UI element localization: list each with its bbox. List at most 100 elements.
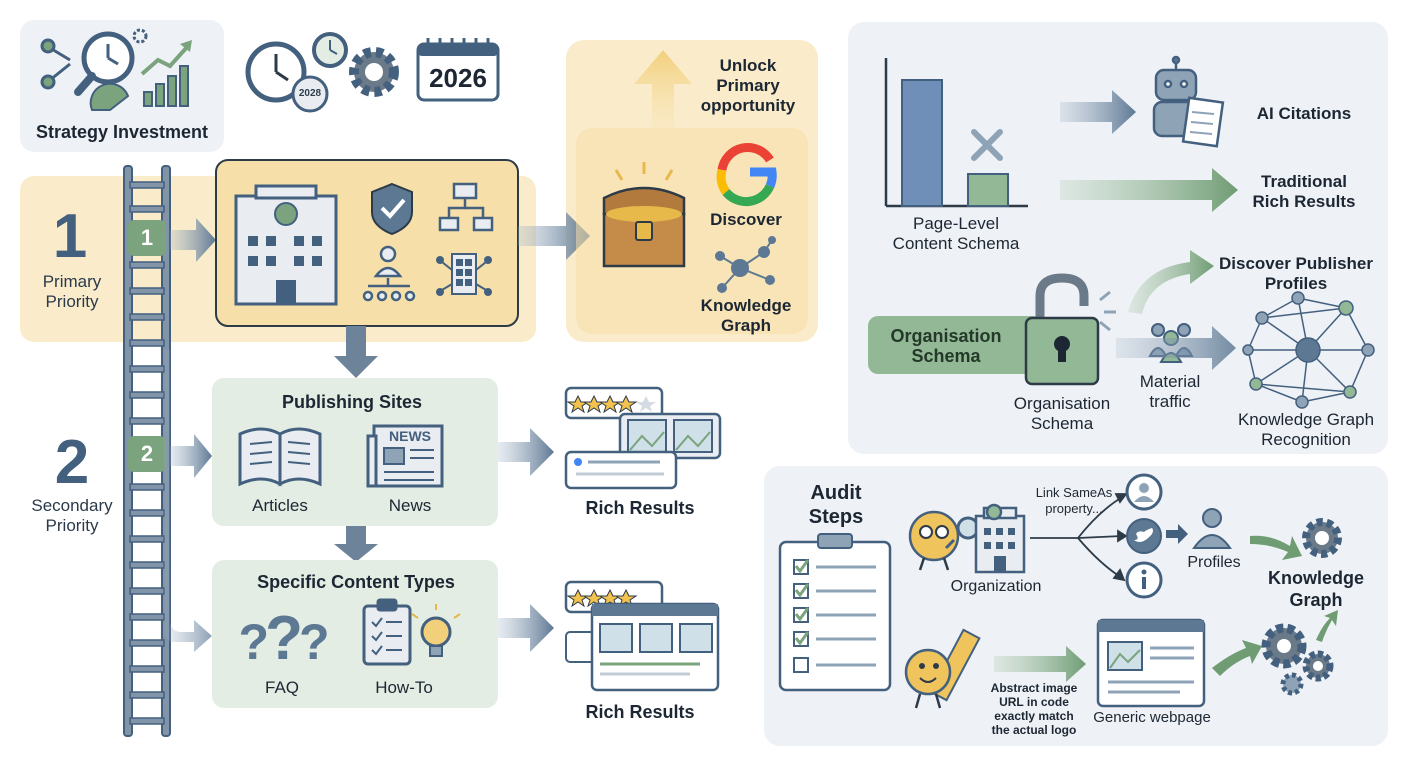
page-level-bar-chart xyxy=(884,58,1028,208)
building-icon xyxy=(234,184,338,306)
org-schema-lock-line2: Schema xyxy=(1030,414,1094,433)
primary-label-line2: Priority xyxy=(45,292,99,311)
material-line1: Material xyxy=(1139,372,1201,391)
rung-badge-2 xyxy=(128,436,166,472)
magnifier-clock-icon xyxy=(74,31,135,111)
traditional-line2: Rich Results xyxy=(1252,192,1356,211)
news-badge: NEWS xyxy=(389,428,431,444)
kg-label-line1: Knowledge xyxy=(1267,568,1365,588)
question-marks-icon: ??? xyxy=(238,604,330,673)
arrow-to-webpage xyxy=(994,646,1086,682)
traditional-line1: Traditional xyxy=(1261,172,1347,191)
newspaper-icon xyxy=(366,424,444,488)
audit-title-line1: Audit xyxy=(810,482,862,504)
clock-icon xyxy=(245,32,348,113)
webpage-icon xyxy=(1096,618,1206,708)
google-icon xyxy=(716,143,777,207)
kg-recognition-line1: Knowledge Graph xyxy=(1237,410,1375,429)
rung-badge-1 xyxy=(128,220,166,256)
discover-label: Discover xyxy=(710,210,782,229)
publishing-title: Publishing Sites xyxy=(281,392,423,412)
publishing-box xyxy=(212,378,498,526)
calendar-year: 2026 xyxy=(429,63,487,93)
discover-publisher-line1: Discover Publisher xyxy=(1218,254,1374,273)
unlock-line2: Primary xyxy=(716,76,780,95)
audit-title-line2: Steps xyxy=(808,506,864,528)
people-hierarchy-icon xyxy=(362,245,416,302)
link-sameas-line1: Link SameAs xyxy=(1035,485,1113,500)
mascot-ruler-icon xyxy=(904,628,981,709)
shield-check-icon xyxy=(371,182,413,236)
specific-box xyxy=(212,560,498,708)
generic-webpage-label: Generic webpage xyxy=(1093,709,1211,726)
twitter-icon xyxy=(1126,518,1162,554)
profiles-icon xyxy=(1192,508,1232,549)
arrow-to-specific xyxy=(164,350,212,652)
unlock-line3: opportunity xyxy=(700,96,796,115)
clock-year: 2028 xyxy=(298,88,322,99)
org-schema-lock-line1: Organisation xyxy=(1013,394,1111,413)
calendar-icon xyxy=(416,38,500,102)
articles-label: Articles xyxy=(252,496,308,515)
checklist-clipboard-icon xyxy=(362,598,412,666)
strategy-title: Strategy Investment xyxy=(35,122,209,142)
org-schema-badge xyxy=(868,316,1044,374)
info-icon xyxy=(1125,561,1163,599)
open-padlock-icon xyxy=(1024,273,1116,386)
org-schema-badge-line1: Organisation xyxy=(890,326,1002,346)
rich-result-card-icon xyxy=(564,580,720,692)
rung-badge-1-label: 1 xyxy=(140,225,154,250)
robot-icon xyxy=(1152,55,1225,148)
arrow-to-knowledge-graph xyxy=(1250,535,1302,560)
arrow-to-primary xyxy=(170,218,216,262)
arrow-to-traditional xyxy=(1060,168,1238,212)
discover-publisher-line2: Profiles xyxy=(1264,274,1328,293)
org-chart-icon xyxy=(438,182,494,232)
unlock-up-arrow xyxy=(634,50,692,128)
primary-label-line1: Primary xyxy=(42,272,102,291)
arrow-to-kg-recognition xyxy=(1116,326,1236,370)
arrow-to-gears xyxy=(1212,640,1262,676)
secondary-label-line1: Secondary xyxy=(31,496,113,515)
org-schema-badge-line2: Schema xyxy=(911,346,981,366)
arrow-to-publisher-profiles xyxy=(1128,250,1214,314)
abstract-line3: exactly match xyxy=(994,709,1074,723)
growth-chart-icon xyxy=(140,40,192,107)
arrow-to-profiles xyxy=(1166,524,1188,544)
network-icon xyxy=(40,38,71,90)
profiles-label: Profiles xyxy=(1187,554,1241,571)
rich-results-label-1: Rich Results xyxy=(585,498,695,518)
ai-citations-label: AI Citations xyxy=(1256,104,1352,123)
specific-title: Specific Content Types xyxy=(257,572,455,592)
kg-label-line2: Graph xyxy=(1289,590,1343,610)
strategy-card xyxy=(20,20,224,152)
gear-icon xyxy=(349,47,399,97)
lightbulb-icon xyxy=(411,604,461,657)
link-sameas-line2: property... xyxy=(1045,501,1103,516)
kg-gear-icon xyxy=(1302,518,1342,558)
arrow-to-rich-results-1 xyxy=(498,428,554,476)
checklist-icon xyxy=(778,533,892,692)
treasure-chest-icon xyxy=(602,162,686,268)
open-book-icon xyxy=(238,427,322,487)
unlock-line1: Unlock xyxy=(719,56,777,75)
cross-icon xyxy=(971,129,1003,161)
rich-result-card-icon xyxy=(564,386,722,490)
network-graph-icon xyxy=(1242,291,1375,409)
arrow-to-publishing xyxy=(170,434,212,478)
sameas-links xyxy=(1030,493,1128,582)
mascot-magnifier-icon xyxy=(908,510,980,571)
news-label: News xyxy=(388,496,432,515)
page-level-line2: Content Schema xyxy=(892,234,1020,253)
arrow-to-ai-citations xyxy=(1060,90,1136,134)
building-network-icon xyxy=(436,253,492,296)
arrow-to-opportunity xyxy=(518,212,590,260)
rich-results-label-2: Rich Results xyxy=(585,702,695,722)
arrow-to-rich-results-2 xyxy=(498,604,554,652)
small-gear-icon xyxy=(132,28,148,44)
user-profile-icon xyxy=(1125,473,1163,511)
office-building-icon xyxy=(974,503,1026,574)
knowledge-graph-icon xyxy=(715,236,776,293)
